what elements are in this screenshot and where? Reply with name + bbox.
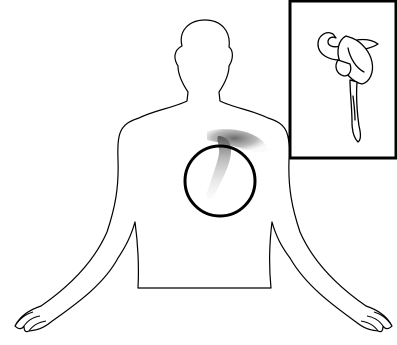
inset-box: [290, 1, 396, 158]
